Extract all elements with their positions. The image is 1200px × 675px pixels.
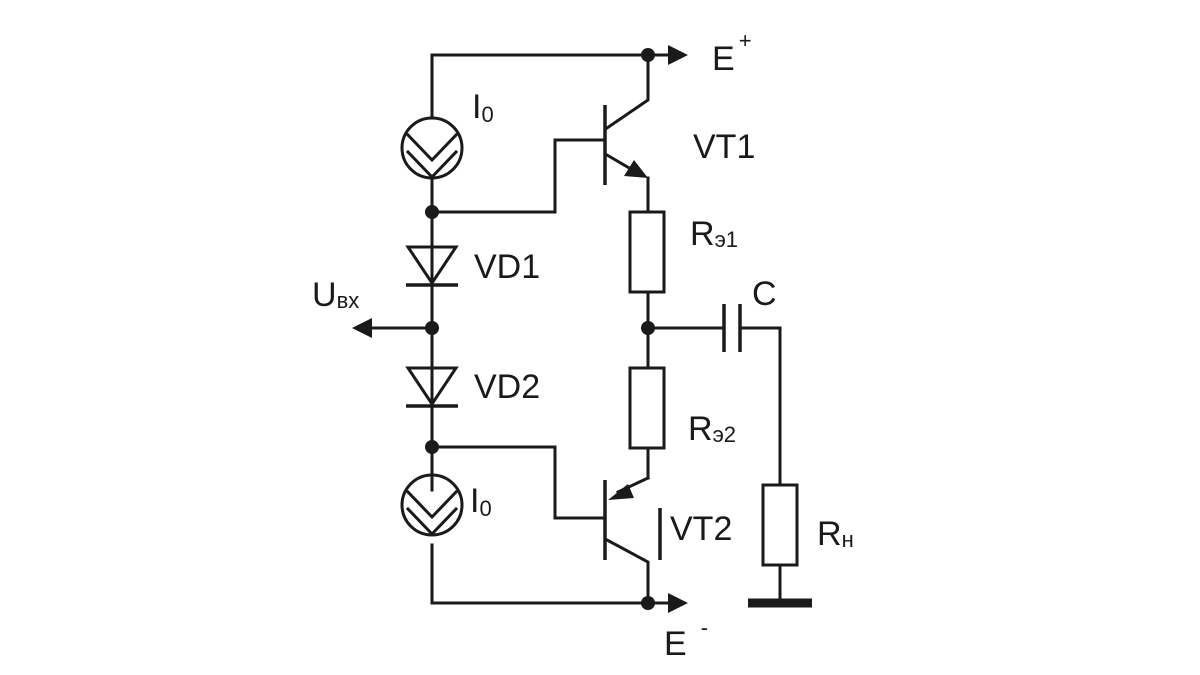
label-vd1: VD1 (474, 248, 540, 286)
resistor-load (761, 483, 799, 567)
supply-positive-terminal (641, 45, 688, 65)
left-rail (430, 53, 650, 605)
label-supply-positive: E+ (712, 28, 752, 78)
label-re1: Rэ1 (690, 215, 738, 253)
diode-vd2-icon (405, 366, 459, 408)
label-vd2: VD2 (474, 368, 540, 406)
capacitor-icon (646, 304, 782, 487)
base-wire-vt2 (430, 445, 607, 520)
diode-vd1-icon (405, 245, 459, 287)
label-input: Uвх (312, 276, 359, 314)
label-current-source-top: I0 (472, 88, 494, 127)
label-vt2: VT2 (670, 510, 732, 548)
current-source-top-icon (400, 116, 464, 180)
supply-negative-terminal (641, 593, 688, 613)
base-wire-vt1 (430, 138, 607, 214)
label-current-source-bottom: I0 (470, 482, 492, 521)
label-vt1: VT1 (693, 128, 755, 166)
label-capacitor: C (752, 275, 777, 313)
resistor-re1 (628, 210, 666, 294)
label-re2: Rэ2 (688, 410, 736, 448)
label-load-resistor: Rн (817, 515, 854, 553)
current-source-bottom-icon (400, 473, 464, 537)
ground-icon (748, 563, 812, 608)
resistor-re2 (628, 366, 666, 450)
input-terminal (352, 318, 434, 338)
label-supply-negative: E- (664, 615, 708, 663)
transistor-vt1-icon (603, 53, 650, 214)
transistor-vt2-icon (603, 476, 662, 605)
